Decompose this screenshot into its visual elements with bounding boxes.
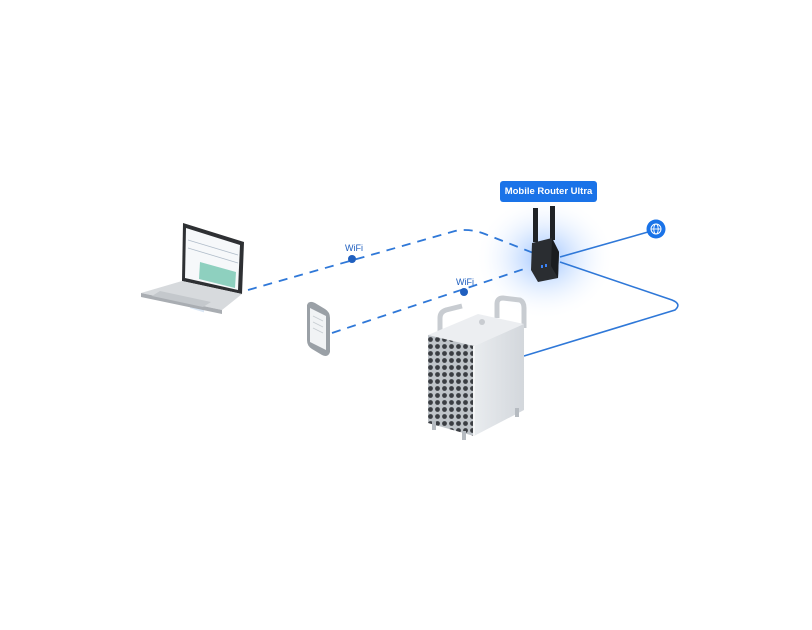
wired-link-workstation — [523, 261, 679, 357]
laptop-icon — [141, 223, 244, 314]
wired-link-internet — [559, 231, 649, 258]
globe-icon — [646, 219, 666, 239]
smartphone-icon — [307, 301, 330, 356]
wifi-label-phone: WiFi — [456, 277, 474, 287]
wifi-link-laptop — [247, 229, 542, 291]
wifi-label-laptop: WiFi — [345, 243, 363, 253]
wifi-node-dot — [460, 288, 468, 296]
router-icon — [531, 206, 559, 282]
router-label-text: Mobile Router Ultra — [504, 186, 593, 197]
wifi-link-phone — [331, 267, 528, 334]
tower-computer-icon — [428, 295, 527, 440]
wifi-node-dot — [348, 255, 356, 263]
router-label-badge: Mobile Router Ultra — [500, 181, 597, 202]
